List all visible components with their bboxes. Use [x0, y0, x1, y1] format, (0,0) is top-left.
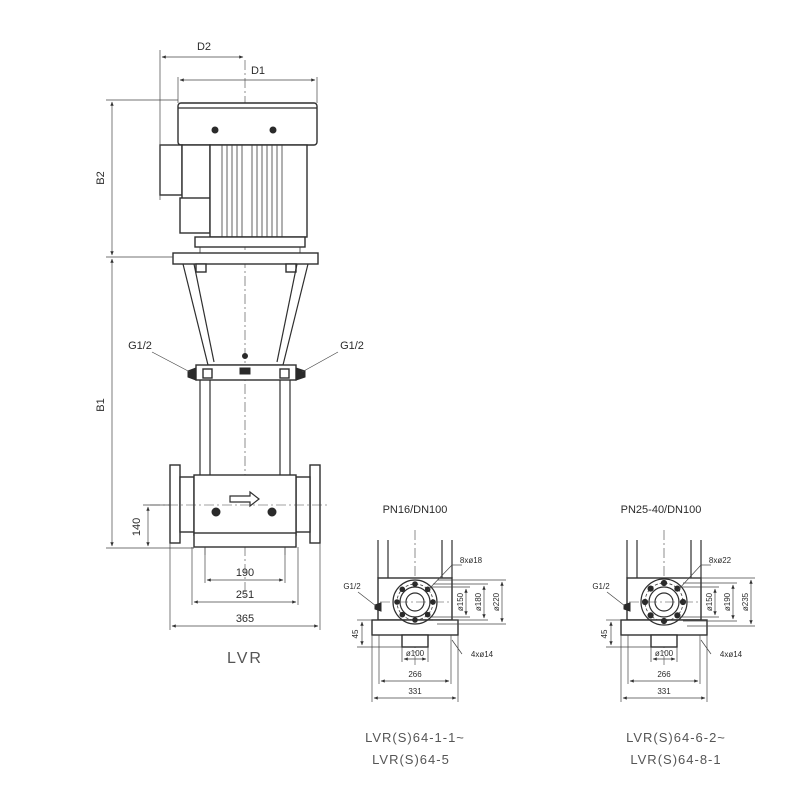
main-view: D2 D1 B2 B1 G1/2 G1/2 140 — [95, 41, 364, 667]
upper-chamber — [187, 364, 306, 381]
label-g-left: G1/2 — [128, 340, 152, 352]
detail-left: PN16/DN100 8xø18 — [343, 504, 506, 767]
g-leaders: G1/2 G1/2 — [128, 340, 364, 373]
label-140: 140 — [131, 518, 143, 536]
detail-left-266: 266 — [408, 670, 422, 679]
detail-right-d150: ø150 — [705, 592, 714, 611]
detail-left-g-label: G1/2 — [343, 582, 361, 591]
dimension-b: B2 B1 — [95, 99, 194, 549]
detail-right: PN25-40/DN100 8xø22 ø150 — [592, 504, 755, 767]
detail-left-g-plug-icon — [374, 602, 382, 612]
detail-right-d100: ø100 — [655, 649, 674, 658]
label-d1: D1 — [251, 65, 265, 77]
detail-right-model-1: LVR(S)64-6-2~ — [626, 730, 726, 745]
motor — [159, 102, 318, 253]
dimension-d: D2 D1 — [159, 41, 318, 200]
detail-right-d235: ø235 — [741, 592, 750, 611]
g-plug-right-icon — [295, 367, 306, 381]
detail-right-g-label: G1/2 — [592, 582, 610, 591]
motor-stool-plate — [172, 252, 319, 265]
detail-left-model-1: LVR(S)64-1-1~ — [365, 730, 465, 745]
detail-right-bolt-label: 8xø22 — [709, 556, 732, 565]
detail-right-title: PN25-40/DN100 — [621, 504, 702, 516]
detail-left-bolt-label: 8xø18 — [460, 556, 483, 565]
flow-arrow-icon — [229, 490, 260, 508]
motor-fins — [221, 145, 283, 237]
detail-left-331: 331 — [408, 687, 422, 696]
detail-left-title: PN16/DN100 — [383, 504, 448, 516]
detail-left-d220: ø220 — [492, 592, 501, 611]
detail-left-d100: ø100 — [406, 649, 425, 658]
label-g-right: G1/2 — [340, 340, 364, 352]
detail-right-266: 266 — [657, 670, 671, 679]
label-b1: B1 — [95, 398, 107, 411]
detail-right-g-plug-icon — [623, 602, 631, 612]
detail-left-45: 45 — [351, 629, 360, 638]
dimension-140: 140 — [131, 504, 170, 547]
detail-right-feet: 4xø14 — [720, 650, 743, 659]
detail-left-bolt-holes — [394, 581, 436, 623]
detail-right-d190: ø190 — [723, 592, 732, 611]
label-190: 190 — [236, 567, 254, 579]
detail-left-d180: ø180 — [474, 592, 483, 611]
detail-right-bolt-holes — [641, 579, 687, 625]
detail-left-d150: ø150 — [456, 592, 465, 611]
label-365: 365 — [236, 613, 254, 625]
dimension-bottom: 190 251 365 — [169, 543, 321, 630]
label-251: 251 — [236, 589, 254, 601]
detail-right-45: 45 — [600, 629, 609, 638]
motor-stool — [182, 263, 309, 366]
label-d2: D2 — [197, 41, 211, 53]
model-label-lvr: LVR — [227, 650, 263, 667]
detail-right-model-2: LVR(S)64-8-1 — [630, 752, 721, 767]
detail-right-331: 331 — [657, 687, 671, 696]
g-plug-left-icon — [187, 367, 197, 381]
label-b2: B2 — [95, 171, 107, 184]
pump-base — [169, 464, 321, 555]
detail-left-model-2: LVR(S)64-5 — [372, 752, 450, 767]
detail-left-feet: 4xø14 — [471, 650, 494, 659]
